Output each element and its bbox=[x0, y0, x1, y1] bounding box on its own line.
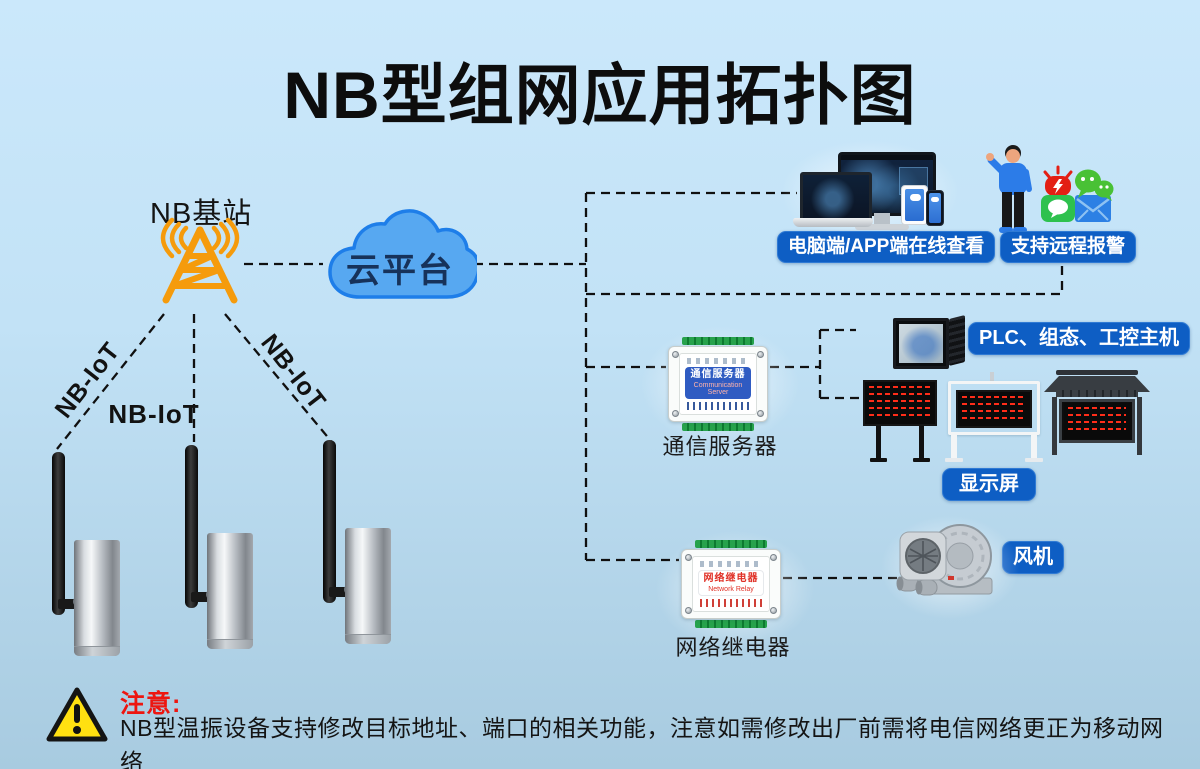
vibration-sensor-1 bbox=[52, 452, 142, 667]
relay-nameplate: 网络继电器 Network Relay bbox=[697, 570, 765, 597]
plc-host-tag: PLC、组态、工控主机 bbox=[968, 322, 1190, 355]
warning-text: NB型温振设备支持修改目标地址、端口的相关功能，注意如需修改出厂前需将电信网络更… bbox=[120, 715, 1164, 769]
relay-ticks bbox=[700, 599, 762, 608]
nbiot-label-middle: NB-IoT bbox=[108, 399, 200, 429]
cloud-icon bbox=[328, 209, 477, 299]
display-foot bbox=[913, 458, 930, 462]
pavilion-post bbox=[1137, 397, 1142, 455]
terminal-strip bbox=[682, 422, 754, 431]
sensor-elbow bbox=[191, 592, 217, 602]
display-leg bbox=[951, 435, 957, 460]
terminal-strip bbox=[682, 337, 754, 345]
pavilion-dentils bbox=[1056, 390, 1138, 397]
relay-icons-row bbox=[700, 561, 762, 567]
sensor-body bbox=[74, 540, 120, 656]
sensor-body bbox=[345, 528, 391, 644]
terminal-strip bbox=[695, 540, 767, 548]
phone-icon bbox=[926, 190, 944, 226]
cloud-label: 云平台 bbox=[346, 252, 454, 290]
sensor-elbow bbox=[329, 587, 355, 597]
display2-cap bbox=[990, 372, 994, 381]
page-title: NB型组网应用拓扑图 bbox=[283, 58, 917, 132]
pavilion-post bbox=[1052, 397, 1057, 455]
display-foot bbox=[1025, 458, 1043, 462]
led-display-white-frame bbox=[948, 381, 1040, 435]
laptop-icon bbox=[800, 172, 872, 222]
display-leg bbox=[876, 426, 881, 460]
plc-monitor-icon bbox=[893, 318, 949, 369]
comm-server-caption: 通信服务器 bbox=[662, 434, 778, 459]
terminal-strip bbox=[695, 620, 767, 629]
online-view-tag: 电脑端/APP端在线查看 bbox=[777, 231, 996, 263]
server-body: 通信服务器 Communication Server bbox=[668, 346, 768, 422]
led-display-posts bbox=[863, 380, 937, 426]
server-icons-row bbox=[687, 358, 749, 364]
nbiot-label-right: NB-IoT bbox=[255, 328, 332, 416]
pavilion-roof-icon bbox=[1044, 370, 1150, 392]
relay-body: 网络继电器 Network Relay bbox=[681, 549, 781, 620]
plc-monitor-side bbox=[949, 315, 965, 366]
display-foot bbox=[945, 458, 963, 462]
network-relay-caption: 网络继电器 bbox=[675, 635, 791, 660]
fan-icon bbox=[896, 524, 993, 596]
led-display-white-screen bbox=[956, 390, 1032, 428]
vibration-sensor-3 bbox=[323, 440, 413, 655]
display-screen-tag: 显示屏 bbox=[942, 468, 1036, 501]
laptop-base bbox=[793, 218, 873, 227]
display-foot bbox=[870, 458, 887, 462]
monitor-stand bbox=[874, 213, 890, 224]
sensor-antenna bbox=[185, 445, 198, 608]
person-icon bbox=[986, 145, 1032, 233]
wechat-icon bbox=[1075, 169, 1114, 201]
email-icon bbox=[1075, 195, 1111, 222]
sensor-elbow bbox=[58, 599, 84, 609]
server-ticks bbox=[687, 401, 749, 410]
sensor-antenna bbox=[52, 452, 65, 615]
vibration-sensor-2 bbox=[185, 445, 275, 660]
remote-alarm-tag: 支持远程报警 bbox=[1000, 231, 1137, 263]
sensor-body bbox=[207, 533, 253, 649]
comm-server-device: 通信服务器 Communication Server bbox=[668, 337, 768, 431]
sensor-antenna bbox=[323, 440, 336, 603]
alarm-beacon-icon bbox=[1041, 165, 1075, 222]
server-nameplate: 通信服务器 Communication Server bbox=[684, 367, 752, 399]
network-relay-device: 网络继电器 Network Relay bbox=[681, 540, 781, 629]
display-leg bbox=[919, 426, 924, 460]
display-leg bbox=[1031, 435, 1037, 460]
warning-title: 注意: bbox=[120, 690, 182, 718]
tablet-icon bbox=[901, 185, 928, 225]
warning-triangle-icon bbox=[46, 687, 108, 742]
pavilion-screen bbox=[1064, 403, 1130, 439]
monitor-base bbox=[855, 224, 909, 230]
base-station-tower-icon bbox=[160, 217, 240, 304]
